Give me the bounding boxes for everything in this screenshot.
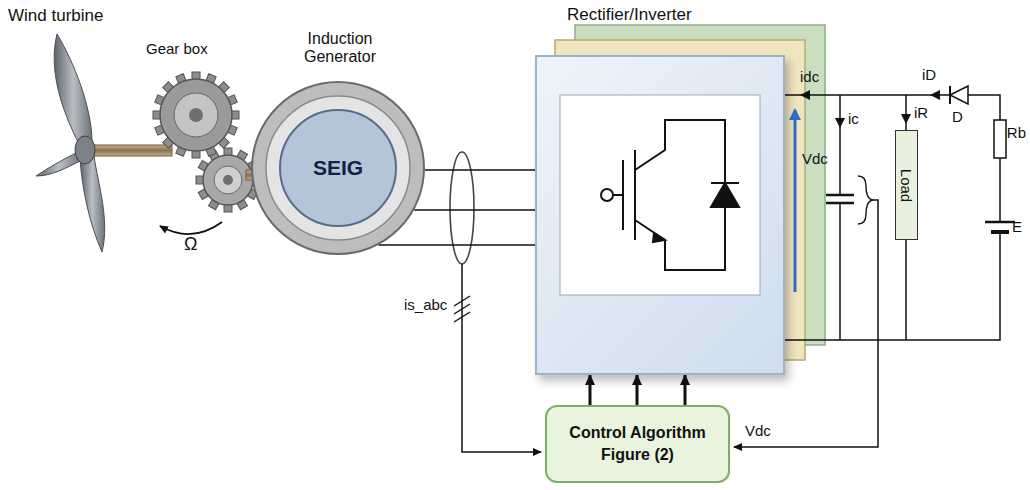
stator-wire <box>414 209 535 211</box>
generator-circle: SEIG <box>250 80 426 256</box>
control-box: Control Algorithm Figure (2) <box>545 405 730 483</box>
gate-signal-arrow <box>684 375 687 405</box>
diode-symbol <box>950 86 968 104</box>
signal-label: is_abc <box>404 296 447 313</box>
current-label: iR <box>914 104 928 121</box>
stator-wire <box>378 244 535 246</box>
gate-signal-arrow <box>636 375 639 405</box>
current-feedback-wire <box>462 264 541 452</box>
signal-label: Vdc <box>745 422 771 439</box>
resistor-symbol <box>994 120 1006 158</box>
converter-box: Rectifier/Inverter <box>535 55 785 375</box>
voltage-arrow <box>794 110 797 292</box>
three-phase-mark <box>454 296 470 322</box>
voltage-label: Vdc <box>802 150 828 167</box>
wind-turbine <box>36 34 172 252</box>
converter-heading: Rectifier/Inverter <box>567 5 692 25</box>
load-box: Load <box>895 130 918 240</box>
current-label: iD <box>922 66 936 83</box>
igbt-symbol <box>535 55 785 375</box>
current-label: idc <box>800 68 819 85</box>
generator-label: SEIG <box>313 156 363 180</box>
current-sensor <box>450 152 474 264</box>
gear-box <box>153 72 260 212</box>
part-label: Gear box <box>146 40 208 57</box>
rotation-arrow <box>160 222 222 234</box>
speed-symbol: Ω <box>184 234 197 255</box>
part-label: Induction Generator <box>281 30 399 67</box>
component-label: D <box>952 108 963 125</box>
part-label: Wind turbine <box>8 6 103 26</box>
current-label: ic <box>848 110 859 127</box>
control-label: Control Algorithm Figure (2) <box>563 422 713 465</box>
load-label: Load <box>898 168 915 201</box>
current-arrow <box>800 90 940 128</box>
gate-signal-arrow <box>589 375 592 405</box>
stator-wire <box>425 169 535 171</box>
component-label: Rb <box>1007 124 1026 141</box>
component-label: E <box>1012 218 1022 235</box>
